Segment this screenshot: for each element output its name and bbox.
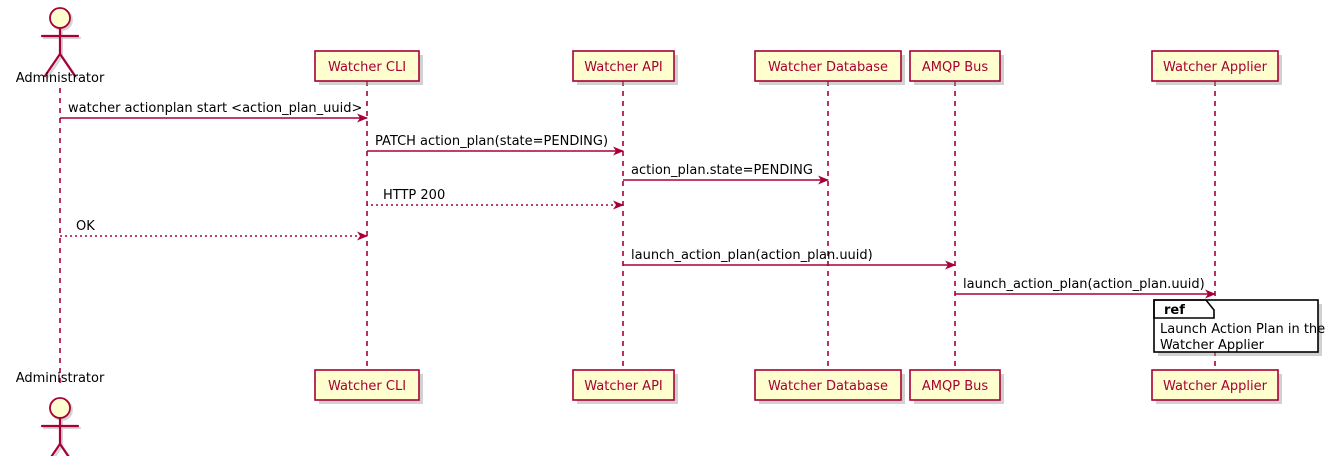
ref-body-line: Watcher Applier bbox=[1160, 338, 1265, 353]
participant-box bbox=[754, 50, 902, 82]
actor-leg-left bbox=[45, 54, 64, 80]
participant-label: Watcher Applier bbox=[1163, 379, 1268, 394]
participant-box bbox=[572, 50, 675, 82]
participant-box bbox=[909, 50, 1001, 82]
participant-box bbox=[572, 369, 675, 401]
message-label: PATCH action_plan(state=PENDING) bbox=[375, 134, 608, 149]
message-label: launch_action_plan(action_plan.uuid) bbox=[631, 248, 873, 263]
participant-box bbox=[314, 369, 420, 401]
message-msg-6[interactable]: launch_action_plan(action_plan.uuid) bbox=[623, 248, 956, 270]
message-label: watcher actionplan start <action_plan_uu… bbox=[68, 101, 362, 116]
lifelines-group bbox=[59, 81, 1216, 386]
participant-box bbox=[754, 369, 902, 401]
participant-watcher-cli[interactable]: Watcher CLI bbox=[314, 50, 423, 85]
actor-administrator[interactable]: Administrator bbox=[16, 371, 105, 456]
actor-head bbox=[49, 7, 71, 29]
participant-label: Watcher Applier bbox=[1163, 60, 1268, 75]
participant-watcher-applier[interactable]: Watcher Applier bbox=[1151, 369, 1282, 404]
participant-label: AMQP Bus bbox=[922, 379, 988, 394]
message-msg-5[interactable]: OK bbox=[60, 219, 368, 241]
ref-tag-label: ref bbox=[1164, 303, 1185, 318]
actor-head bbox=[49, 397, 71, 419]
message-msg-1[interactable]: watcher actionplan start <action_plan_uu… bbox=[60, 101, 368, 123]
message-msg-7[interactable]: launch_action_plan(action_plan.uuid) bbox=[955, 277, 1216, 299]
actor-leg-left bbox=[43, 52, 62, 78]
actor-leg-left bbox=[53, 444, 64, 456]
participant-label: Watcher API bbox=[584, 379, 663, 394]
participant-watcher-database[interactable]: Watcher Database bbox=[754, 369, 905, 404]
actor-leg-right bbox=[58, 442, 70, 456]
message-msg-4[interactable]: HTTP 200 bbox=[367, 188, 624, 210]
participant-watcher-api[interactable]: Watcher API bbox=[572, 50, 678, 85]
messages-group: watcher actionplan start <action_plan_uu… bbox=[60, 101, 1216, 299]
actor-administrator[interactable]: Administrator bbox=[16, 7, 105, 86]
participant-label: AMQP Bus bbox=[922, 60, 988, 75]
participant-amqp-bus[interactable]: AMQP Bus bbox=[909, 369, 1004, 404]
participant-watcher-api[interactable]: Watcher API bbox=[572, 369, 678, 404]
message-label: OK bbox=[76, 219, 95, 234]
participant-label: Watcher API bbox=[584, 60, 663, 75]
participant-box bbox=[314, 50, 420, 82]
ref-tab bbox=[1153, 299, 1215, 319]
participant-watcher-cli[interactable]: Watcher CLI bbox=[314, 369, 423, 404]
message-msg-2[interactable]: PATCH action_plan(state=PENDING) bbox=[367, 134, 624, 156]
participant-label: Watcher Database bbox=[768, 379, 888, 394]
participant-label: Watcher Database bbox=[768, 60, 888, 75]
message-label: launch_action_plan(action_plan.uuid) bbox=[963, 277, 1205, 292]
message-label: action_plan.state=PENDING bbox=[631, 163, 813, 178]
participant-amqp-bus[interactable]: AMQP Bus bbox=[909, 50, 1004, 85]
message-msg-3[interactable]: action_plan.state=PENDING bbox=[623, 163, 829, 185]
participant-box bbox=[909, 369, 1001, 401]
actor-leg-right bbox=[58, 52, 77, 78]
participant-box bbox=[1151, 50, 1279, 82]
actor-label: Administrator bbox=[16, 371, 105, 386]
participant-watcher-database[interactable]: Watcher Database bbox=[754, 50, 905, 85]
participant-watcher-applier[interactable]: Watcher Applier bbox=[1151, 50, 1282, 85]
actor-label: Administrator bbox=[16, 71, 105, 86]
participant-box bbox=[1151, 369, 1279, 401]
participant-label: Watcher CLI bbox=[328, 60, 406, 75]
ref-body-line: Launch Action Plan in the bbox=[1160, 322, 1325, 337]
participant-label: Watcher CLI bbox=[328, 379, 406, 394]
message-label: HTTP 200 bbox=[383, 188, 445, 203]
ref-box bbox=[1153, 299, 1319, 353]
actor-leg-left bbox=[50, 442, 62, 456]
